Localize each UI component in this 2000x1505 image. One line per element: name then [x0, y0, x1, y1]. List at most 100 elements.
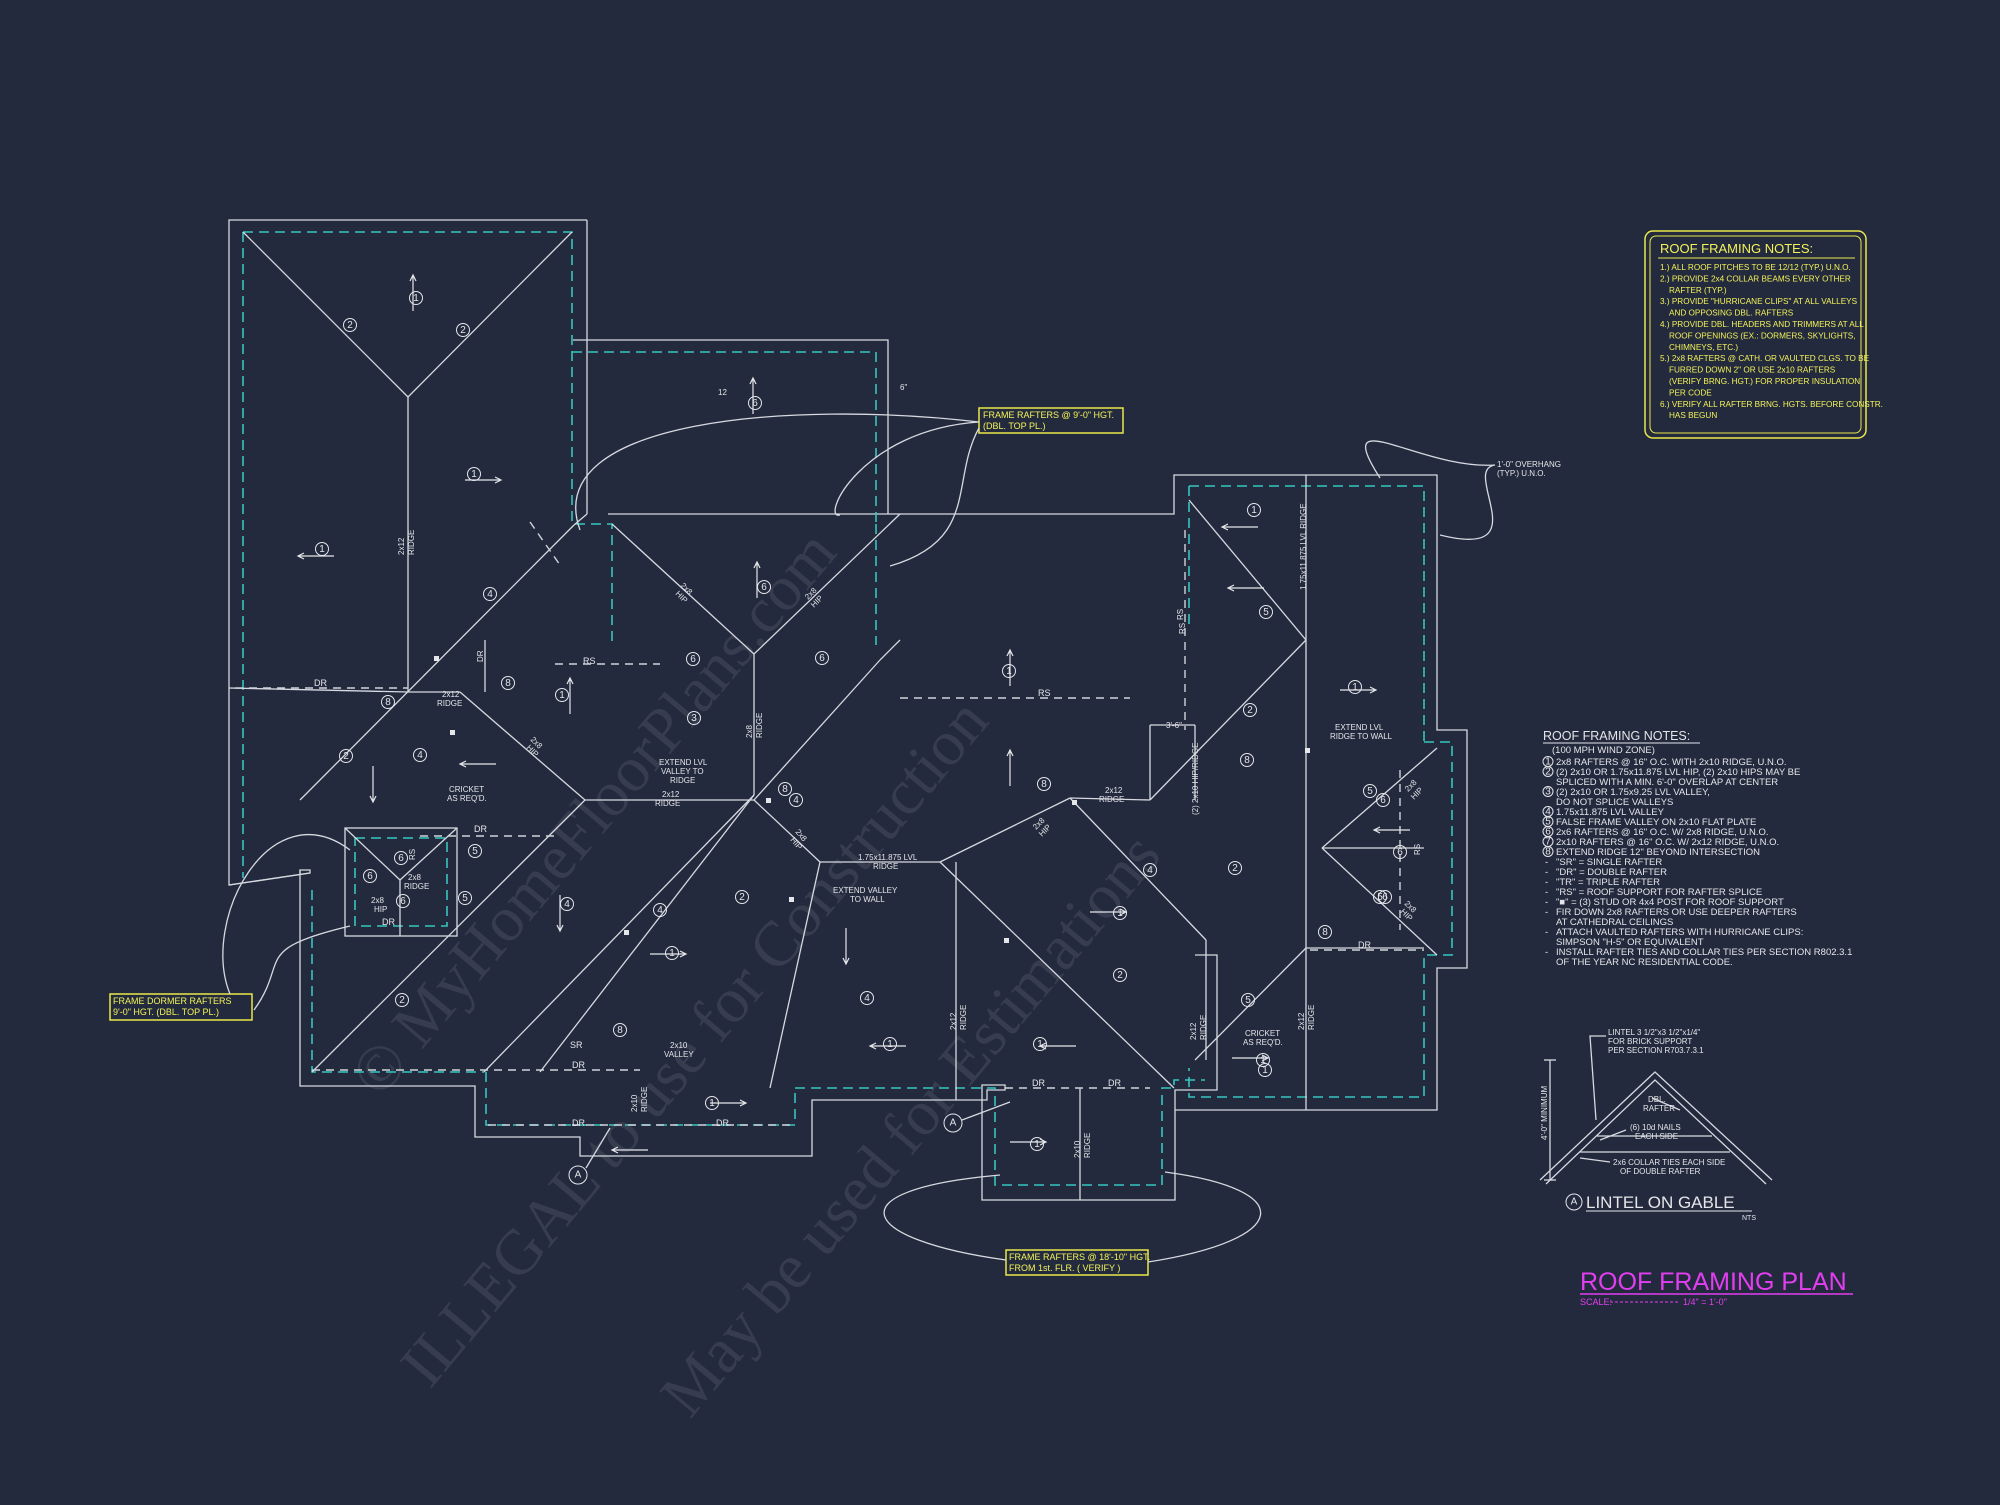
notes-top-line: CHIMNEYS, ETC.)	[1669, 343, 1738, 352]
lintel-note-1: LINTEL 3 1/2"x3 1/2"x1/4"	[1608, 1028, 1700, 1037]
outline-left-wing-bottom	[228, 872, 311, 886]
arrow-left	[296, 552, 334, 560]
notes-right-title: ROOF FRAMING NOTES:	[1543, 729, 1690, 743]
note-bullet: SIMPSON "H-5" OR EQUIVALENT	[1556, 937, 1704, 948]
roof-outline	[228, 219, 1468, 1201]
member-number-circle	[363, 869, 377, 883]
roof-posts	[434, 656, 1310, 943]
member-number: 5	[462, 893, 468, 904]
member-number-circle	[1247, 503, 1261, 517]
section-a-leader	[585, 1127, 611, 1169]
notes-top-line: RAFTER (TYP.)	[1669, 286, 1727, 295]
post	[1305, 748, 1310, 753]
arrow-up	[409, 273, 417, 311]
member-number-circle	[396, 894, 410, 908]
member-number: 6	[1380, 795, 1386, 806]
lintel-collar-1: 2x6 COLLAR TIES EACH SIDE	[1613, 1158, 1725, 1167]
label-ridge-b-2: RIDGE	[959, 1005, 968, 1030]
dormer-hip-2	[399, 827, 458, 881]
note-text: (2) 2x10 OR 1.75x9.25 LVL VALLEY,	[1556, 787, 1710, 798]
label-valley-1: 2x10	[670, 1041, 688, 1050]
member-number: 2	[1247, 705, 1253, 716]
note-bullet: "■" = (3) STUD OR 4x4 POST FOR ROOF SUPP…	[1556, 897, 1784, 908]
member-number-circle	[1002, 664, 1016, 678]
hip-center-r	[753, 799, 821, 863]
member-number: 5	[1367, 786, 1373, 797]
member-number-circle	[483, 587, 497, 601]
lintel-dbl-2: RAFTER	[1643, 1104, 1675, 1113]
lintel-nails-1: (6) 10d NAILS	[1630, 1123, 1681, 1132]
member-number-circle	[1256, 1053, 1270, 1067]
member-number-circle	[1363, 784, 1377, 798]
member-number: 8	[782, 784, 788, 795]
hip-mid-r	[939, 797, 1071, 863]
callout-overhang: 1'-0" OVERHANG (TYP.) U.N.O.	[1365, 440, 1561, 541]
arrow-up	[1006, 748, 1014, 786]
member-number: 1	[1034, 1139, 1040, 1150]
note-text: 2x10 RAFTERS @ 16" O.C. W/ 2x12 RIDGE, U…	[1556, 837, 1779, 848]
arrow-up	[1006, 648, 1014, 686]
note-text: 2x6 RAFTERS @ 16" O.C. W/ 2x8 RIDGE, U.N…	[1556, 827, 1769, 838]
label-rs-6: RS	[1178, 623, 1187, 634]
callout-leader	[883, 1171, 1262, 1263]
member-number-circle	[1241, 993, 1255, 1007]
arrow-right	[1232, 1054, 1270, 1062]
member-number: 2	[399, 995, 405, 1006]
member-number: 6	[819, 653, 825, 664]
wall-bottom-right	[795, 1079, 1205, 1186]
bay-hip-1	[1321, 747, 1438, 849]
member-number-circle	[1143, 863, 1157, 877]
section-markers: A A	[568, 1101, 1011, 1185]
member-number: 6	[1397, 847, 1403, 858]
arrow-left	[1220, 523, 1258, 531]
label-cricket-r-2: AS REQ'D.	[1243, 1038, 1283, 1047]
member-number-circle	[686, 652, 700, 666]
note-bullet: "SR" = SINGLE RAFTER	[1556, 857, 1662, 868]
notes-top-line: 2.) PROVIDE 2x4 COLLAR BEAMS EVERY OTHER	[1660, 274, 1851, 283]
note-text: EXTEND RIDGE 12" BEYOND INTERSECTION	[1556, 847, 1760, 858]
member-labels: 2x12 RIDGE DR 2x12 RIDGE DR RS RS RS RS …	[314, 383, 1425, 1158]
label-ridge-m-2: RIDGE	[1099, 795, 1124, 804]
member-number-circle	[748, 396, 762, 410]
member-number: 8	[617, 1025, 623, 1036]
label-dr-b1: DR	[572, 1060, 585, 1070]
arrow-right	[1090, 908, 1128, 916]
label-cricket-l-2: AS REQ'D.	[447, 794, 487, 803]
dash-upper	[529, 521, 561, 566]
member-number: 8	[1041, 779, 1047, 790]
hip-right-top	[1188, 499, 1307, 641]
notes-top-line: 6.) VERIFY ALL RAFTER BRNG. HGTS. BEFORE…	[1660, 400, 1883, 409]
label-extend-valley-2: TO WALL	[850, 895, 885, 904]
member-number-circle	[339, 749, 353, 763]
note-text: 1.75x11.875 LVL VALLEY	[1556, 807, 1665, 818]
member-number: 1	[471, 469, 477, 480]
label-dr-b3: DR	[716, 1118, 729, 1128]
label-ridge-e-2: RIDGE	[1199, 1015, 1208, 1040]
callout-box	[109, 993, 253, 1021]
label-dr-b4: DR	[1032, 1078, 1045, 1088]
label-dr-right: DR	[1358, 940, 1371, 950]
member-number: 1	[887, 1039, 893, 1050]
label-rs-3: RS	[1176, 609, 1185, 620]
valley-right-up	[1149, 639, 1307, 801]
note-number: 7	[1545, 837, 1551, 848]
label-valley-2: VALLEY	[664, 1050, 694, 1059]
member-number-circle	[789, 793, 803, 807]
member-number-circle	[468, 844, 482, 858]
post	[789, 897, 794, 902]
member-number-circle	[394, 851, 408, 865]
bay-hip-2	[1321, 847, 1438, 956]
member-number-circle	[613, 1023, 627, 1037]
member-number-circle	[815, 651, 829, 665]
member-number: 2	[343, 751, 349, 762]
label-dim-3-6: 3'-6"	[1166, 721, 1182, 730]
member-number: 6	[761, 582, 767, 593]
label-rs-5: RS	[408, 849, 417, 860]
note-bullet-mark: -	[1545, 897, 1548, 908]
notes-top-title: ROOF FRAMING NOTES:	[1660, 241, 1813, 256]
member-number-circle	[1113, 906, 1127, 920]
label-ridge-ll-1: 2x12	[662, 790, 680, 799]
lintel-collar-2: OF DOUBLE RAFTER	[1620, 1167, 1701, 1176]
member-number-circle	[1113, 968, 1127, 982]
